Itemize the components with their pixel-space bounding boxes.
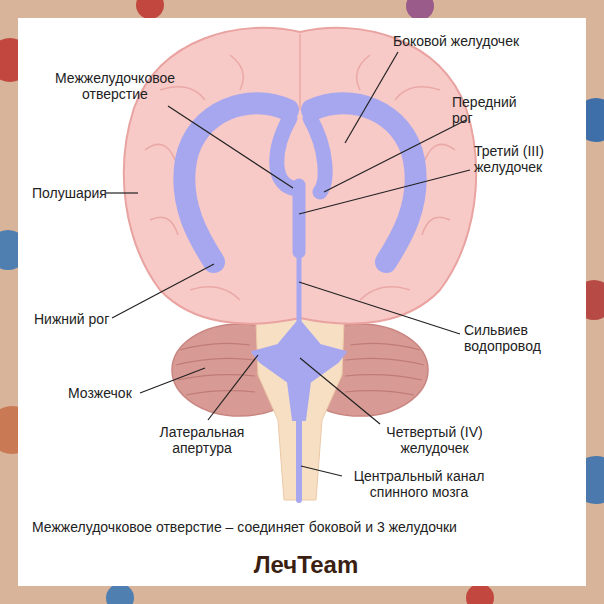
watermark: ЛечTeam <box>4 551 604 579</box>
part-label: Передний рог <box>452 94 534 126</box>
part-label: Сильвиев водопровод <box>464 322 566 354</box>
part-label: Боковой желудочек <box>393 33 568 49</box>
part-label: Латеральная апертура <box>146 424 258 456</box>
part-label: Третий (III) желудочек <box>474 143 574 175</box>
part-label: Мозжечок <box>68 385 148 401</box>
caption: Межжелудочковое отверстие – соединяет бо… <box>32 519 577 535</box>
part-label: Центральный канал спинного мозга <box>344 468 494 500</box>
white-panel <box>18 18 586 586</box>
leader-lines <box>106 52 470 476</box>
part-label: Полушария <box>32 185 112 201</box>
part-label: Межжелудочковое отверстие <box>40 70 190 102</box>
part-label: Четвертый (IV) желудочек <box>372 424 497 456</box>
part-label: Нижний рог <box>34 311 124 327</box>
